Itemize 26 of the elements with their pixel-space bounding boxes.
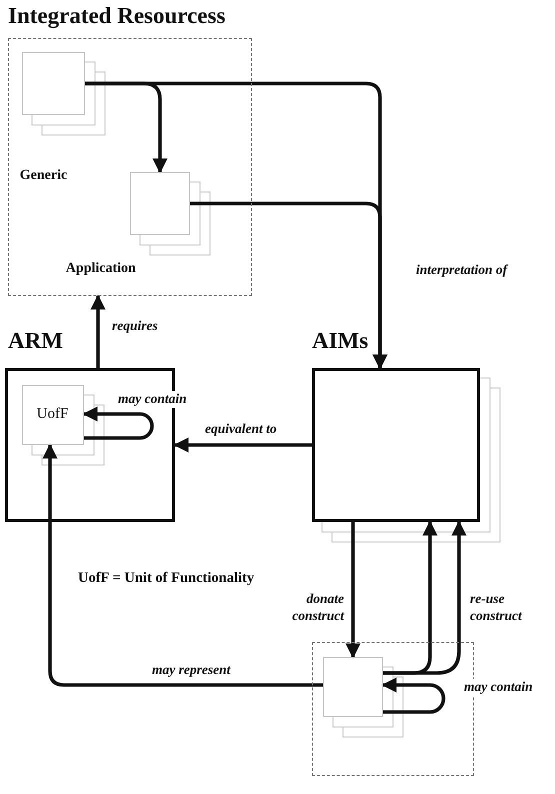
dashed-group-frame bbox=[8, 38, 252, 296]
box-caption: Application bbox=[66, 260, 136, 277]
arrow bbox=[383, 520, 467, 675]
arrow bbox=[345, 522, 361, 658]
arrow bbox=[174, 437, 312, 453]
box-label: UofF bbox=[36, 406, 68, 423]
module-box bbox=[22, 52, 85, 115]
edge-label: requires bbox=[110, 318, 160, 335]
group-heading: ARM bbox=[8, 328, 63, 354]
arrow bbox=[190, 202, 388, 370]
edge-label: interpretation of bbox=[414, 262, 510, 279]
model-box bbox=[312, 368, 480, 522]
edge-label: equivalent to bbox=[203, 421, 279, 438]
box-caption: Generic bbox=[20, 168, 68, 184]
group-heading: Integrated Resourcess bbox=[8, 3, 226, 29]
arrow bbox=[90, 294, 106, 368]
edge-label: may contain bbox=[116, 391, 189, 408]
unit-box bbox=[22, 384, 84, 444]
module-box bbox=[322, 656, 383, 717]
module-box bbox=[130, 172, 190, 235]
arrow bbox=[382, 677, 446, 714]
group-heading: AIMs bbox=[312, 328, 368, 354]
arrow bbox=[82, 406, 154, 440]
arrow bbox=[42, 444, 323, 687]
edge-label: may contain bbox=[462, 679, 535, 696]
note-text: UofF = Unit of Functionality bbox=[78, 570, 254, 587]
